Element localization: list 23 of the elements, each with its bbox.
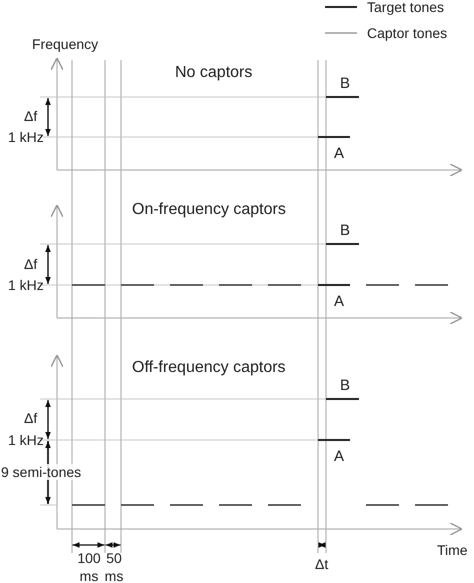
interval-label: 50 ms bbox=[104, 549, 124, 583]
panel-title: Off-frequency captors bbox=[132, 360, 286, 376]
interval-label: 1 kHz bbox=[8, 129, 44, 145]
interval-label: 9 semi-tones bbox=[1, 464, 82, 480]
tone-label: A bbox=[334, 294, 344, 310]
legend-label: Target tones bbox=[367, 0, 444, 15]
tone-label: A bbox=[334, 449, 344, 465]
panel-title: On-frequency captors bbox=[132, 202, 286, 218]
interval-label: Δf bbox=[24, 410, 38, 426]
legend-label: Captor tones bbox=[367, 25, 448, 41]
tone-label: B bbox=[340, 223, 350, 239]
tone-label: B bbox=[340, 76, 350, 92]
panel-title: No captors bbox=[175, 65, 252, 81]
axis-label: Time bbox=[437, 542, 468, 558]
tone-label: A bbox=[334, 146, 344, 162]
interval-label: Δf bbox=[24, 256, 38, 272]
interval-label: Δf bbox=[24, 108, 38, 124]
interval-label: 100 ms bbox=[76, 549, 102, 583]
tone-label: B bbox=[340, 378, 350, 394]
interval-label: 1 kHz bbox=[8, 277, 44, 293]
axis-label: Frequency bbox=[32, 36, 98, 52]
interval-label: Δt bbox=[315, 556, 328, 572]
interval-label: 1 kHz bbox=[8, 432, 44, 448]
